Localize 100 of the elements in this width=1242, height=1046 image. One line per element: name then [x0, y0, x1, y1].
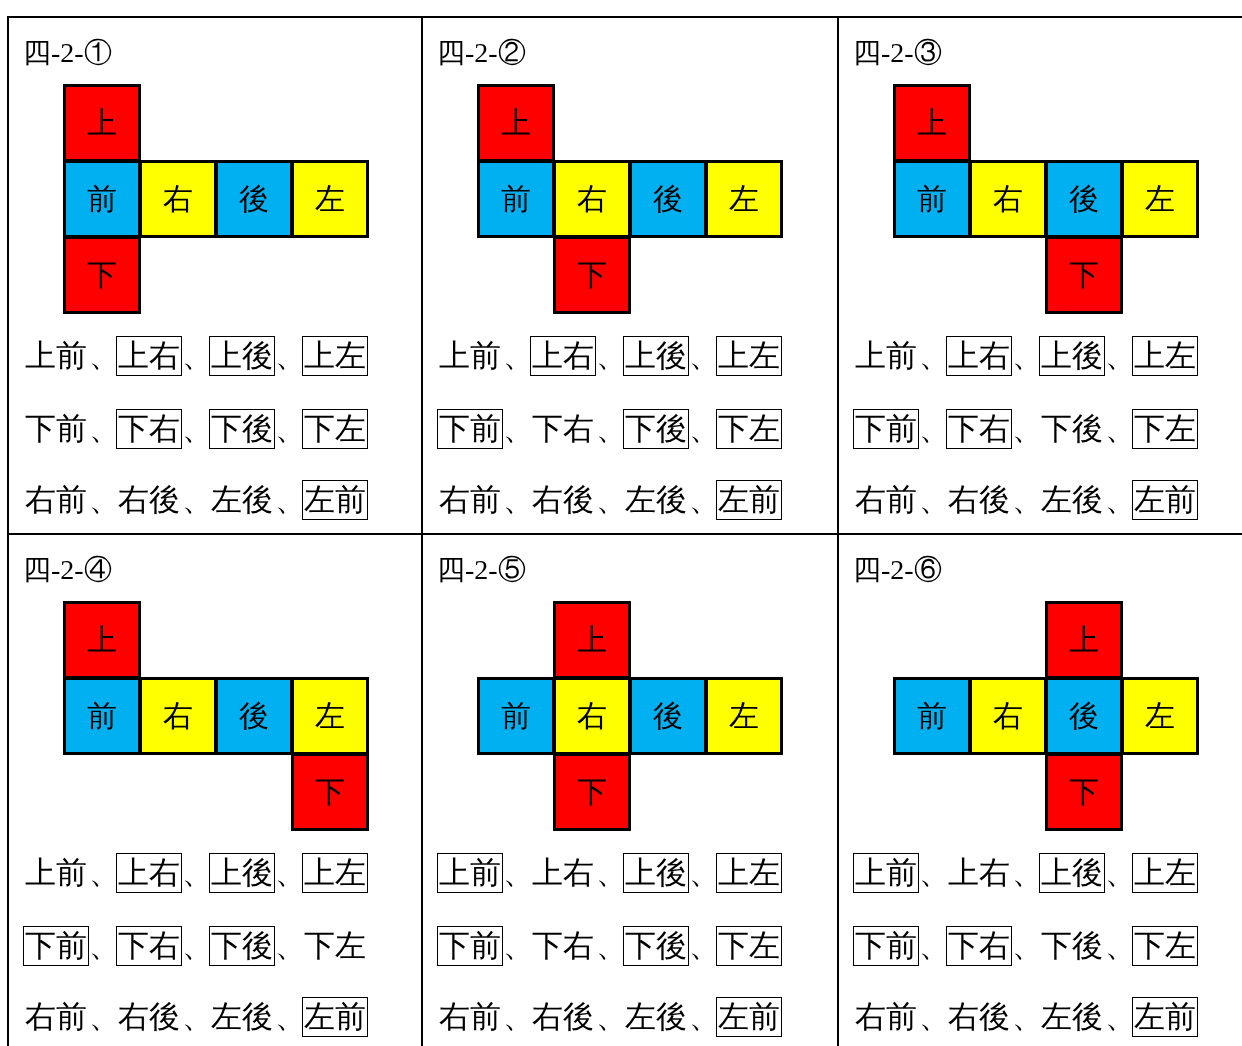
cell-title: 四-2-③	[853, 36, 942, 70]
word: 上前	[437, 336, 503, 376]
boxed-word: 左前	[302, 480, 368, 520]
boxed-word: 上右	[946, 336, 1012, 376]
boxed-word: 下前	[437, 409, 503, 449]
net-square: 前	[477, 677, 555, 755]
net-square: 上	[477, 84, 555, 162]
net-square: 後	[629, 160, 707, 238]
word: 右後	[116, 997, 182, 1037]
boxed-word: 上左	[716, 336, 782, 376]
word: 右前	[23, 480, 89, 520]
boxed-word: 下右	[946, 926, 1012, 966]
net-square: 右	[969, 677, 1047, 755]
boxed-word: 上右	[116, 853, 182, 893]
net-square: 前	[63, 160, 141, 238]
boxed-word: 上後	[1039, 853, 1105, 893]
net-square: 後	[215, 677, 293, 755]
word: 右前	[437, 997, 503, 1037]
net-square: 右	[553, 677, 631, 755]
cell-title: 四-2-⑥	[853, 553, 942, 587]
word: 左後	[209, 480, 275, 520]
word: 下左	[302, 926, 368, 966]
net-square: 下	[291, 753, 369, 831]
net-square: 後	[215, 160, 293, 238]
word: 右後	[946, 997, 1012, 1037]
net-square: 前	[63, 677, 141, 755]
cell-title: 四-2-④	[23, 553, 112, 587]
boxed-word: 上後	[623, 336, 689, 376]
word: 右前	[23, 997, 89, 1037]
cell-title: 四-2-⑤	[437, 553, 526, 587]
net-square: 左	[705, 160, 783, 238]
boxed-word: 上後	[209, 336, 275, 376]
boxed-word: 下右	[116, 409, 182, 449]
net-square: 下	[553, 236, 631, 314]
net-square: 前	[477, 160, 555, 238]
boxed-word: 上後	[1039, 336, 1105, 376]
word: 左後	[1039, 480, 1105, 520]
net-square: 上	[1045, 601, 1123, 679]
boxed-word: 上後	[623, 853, 689, 893]
word: 左後	[623, 480, 689, 520]
boxed-word: 上左	[1132, 336, 1198, 376]
boxed-word: 上左	[1132, 853, 1198, 893]
word: 下後	[1039, 409, 1105, 449]
word: 右後	[530, 997, 596, 1037]
boxed-word: 左前	[302, 997, 368, 1037]
net-square: 左	[291, 160, 369, 238]
boxed-word: 下前	[437, 926, 503, 966]
word: 右前	[853, 997, 919, 1037]
boxed-word: 下前	[853, 926, 919, 966]
net-square: 下	[553, 753, 631, 831]
net-square: 前	[893, 160, 971, 238]
boxed-word: 下前	[853, 409, 919, 449]
boxed-word: 下後	[623, 409, 689, 449]
boxed-word: 上前	[437, 853, 503, 893]
net-square: 右	[969, 160, 1047, 238]
table-cell	[7, 16, 423, 535]
boxed-word: 上左	[716, 853, 782, 893]
word: 右後	[946, 480, 1012, 520]
net-square: 後	[1045, 160, 1123, 238]
boxed-word: 左前	[716, 480, 782, 520]
word: 左後	[623, 997, 689, 1037]
word: 下後	[1039, 926, 1105, 966]
boxed-word: 下左	[1132, 926, 1198, 966]
word: 上右	[946, 853, 1012, 893]
net-square: 右	[139, 677, 217, 755]
boxed-word: 下後	[209, 409, 275, 449]
net-square: 後	[629, 677, 707, 755]
word: 右前	[437, 480, 503, 520]
word: 右前	[853, 480, 919, 520]
boxed-word: 上右	[116, 336, 182, 376]
boxed-word: 左前	[1132, 997, 1198, 1037]
boxed-word: 上左	[302, 853, 368, 893]
net-square: 下	[1045, 753, 1123, 831]
word: 下前	[23, 409, 89, 449]
boxed-word: 下左	[716, 926, 782, 966]
word: 左後	[209, 997, 275, 1037]
net-square: 左	[291, 677, 369, 755]
boxed-word: 左前	[716, 997, 782, 1037]
boxed-word: 下右	[116, 926, 182, 966]
cell-title: 四-2-②	[437, 36, 526, 70]
word: 右後	[116, 480, 182, 520]
boxed-word: 上後	[209, 853, 275, 893]
net-square: 左	[705, 677, 783, 755]
net-square: 右	[553, 160, 631, 238]
net-square: 上	[893, 84, 971, 162]
boxed-word: 下右	[946, 409, 1012, 449]
net-square: 左	[1121, 160, 1199, 238]
net-square: 左	[1121, 677, 1199, 755]
boxed-word: 下左	[1132, 409, 1198, 449]
net-square: 下	[63, 236, 141, 314]
boxed-word: 下後	[623, 926, 689, 966]
net-square: 上	[63, 84, 141, 162]
word: 下右	[530, 409, 596, 449]
word: 右後	[530, 480, 596, 520]
word: 上右	[530, 853, 596, 893]
net-square: 後	[1045, 677, 1123, 755]
net-square: 下	[1045, 236, 1123, 314]
cell-title: 四-2-①	[23, 36, 112, 70]
net-square: 上	[553, 601, 631, 679]
word: 上前	[23, 853, 89, 893]
